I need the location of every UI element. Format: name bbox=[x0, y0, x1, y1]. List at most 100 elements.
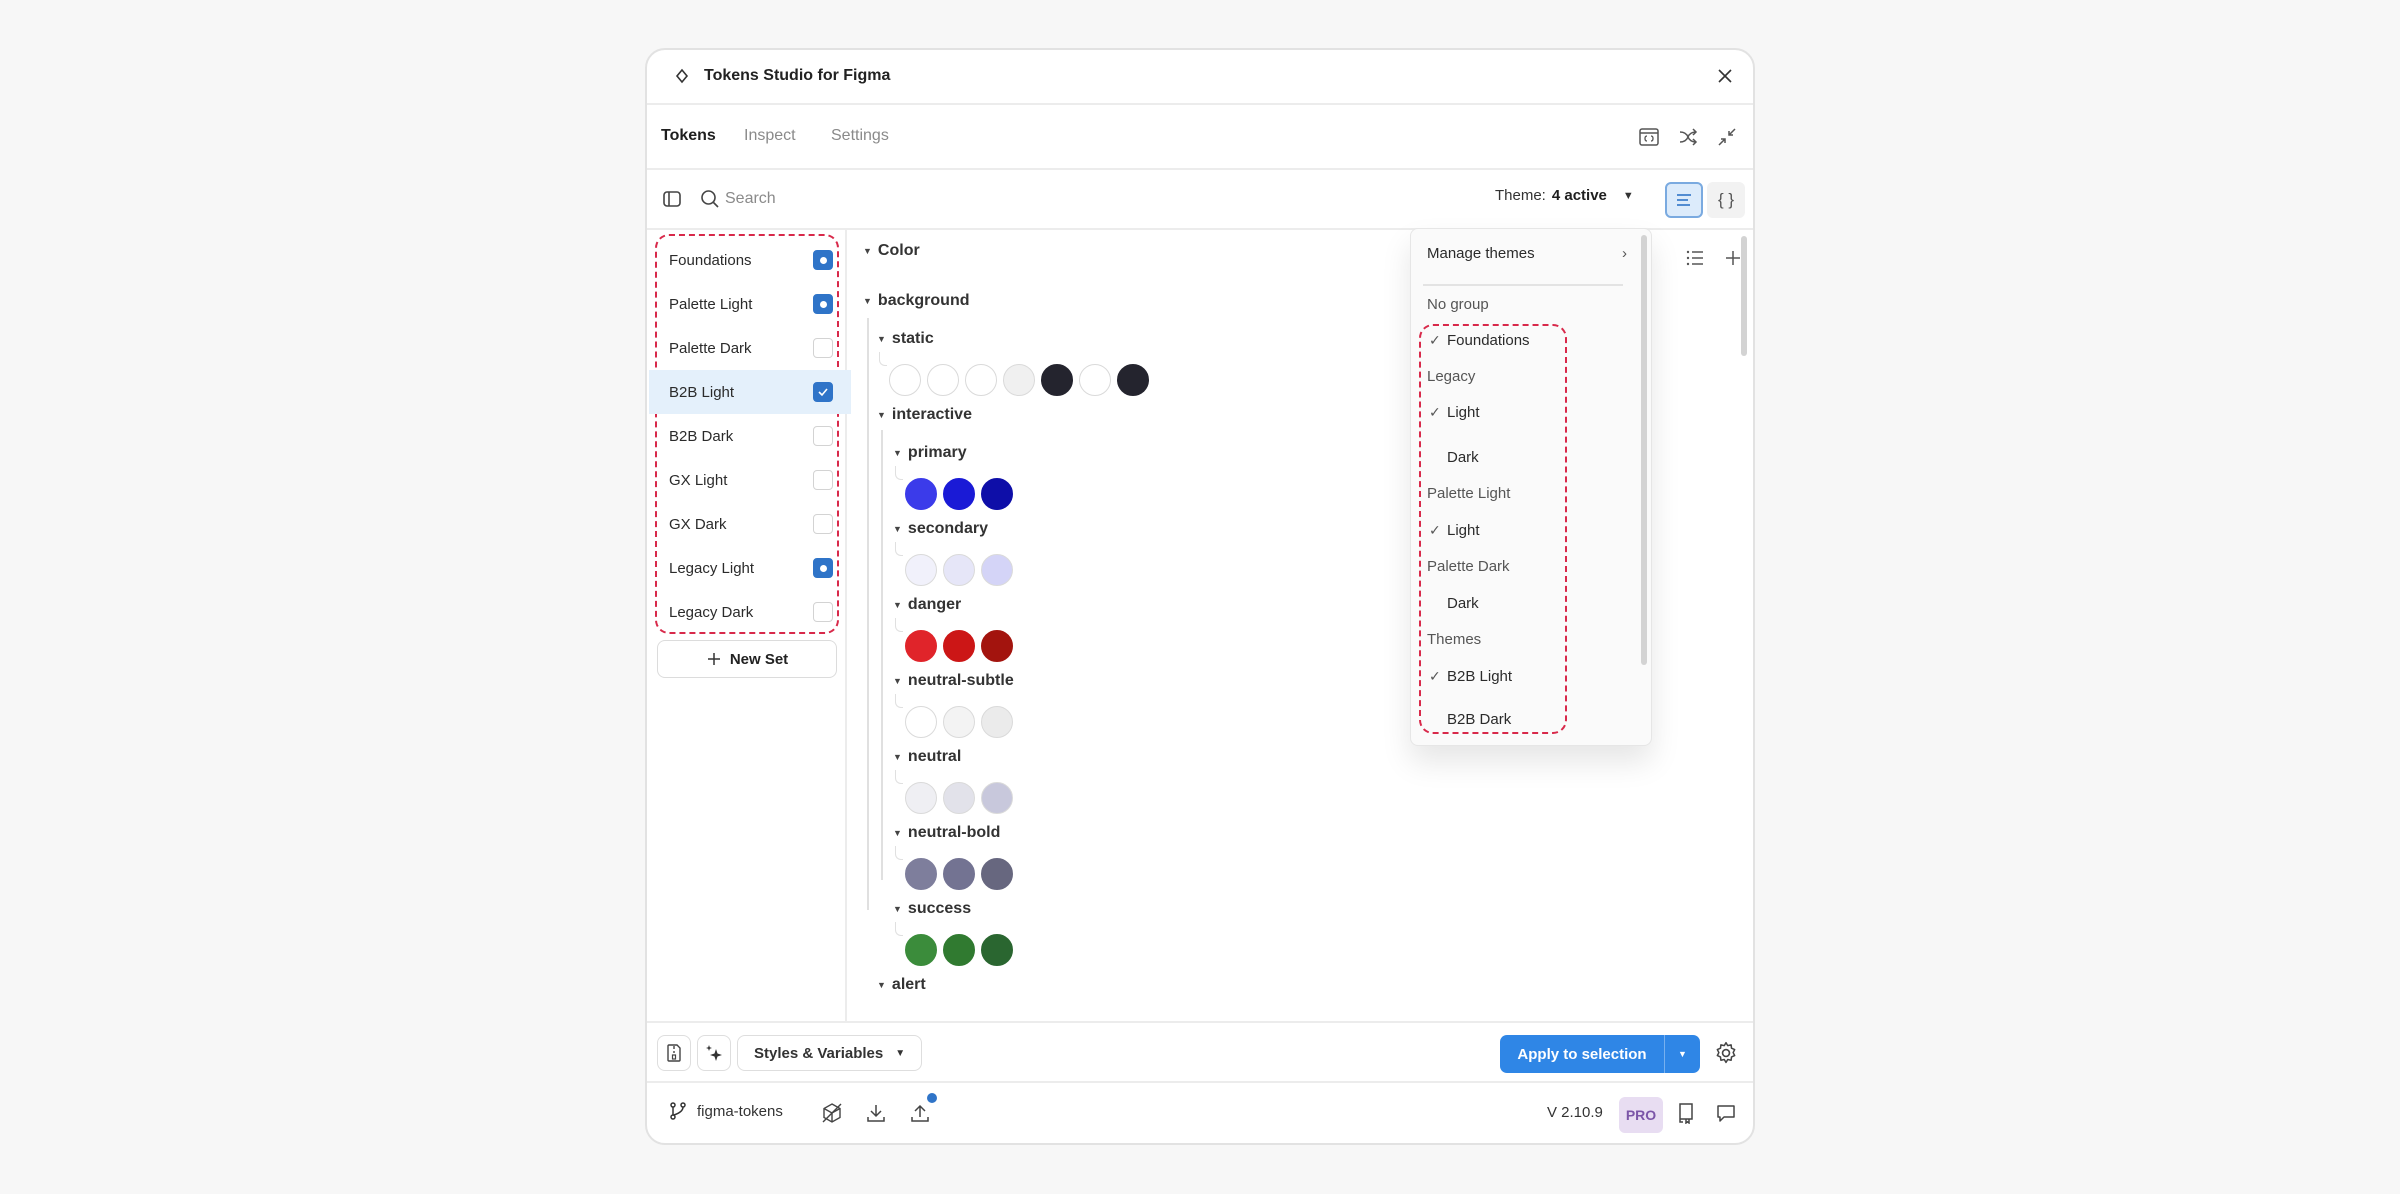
apply-to-selection-button[interactable]: Apply to selection bbox=[1517, 1045, 1647, 1063]
checkbox[interactable] bbox=[813, 426, 833, 446]
tab-settings[interactable]: Settings bbox=[831, 127, 889, 144]
tree-node-background[interactable]: ▼ background bbox=[863, 292, 970, 309]
file-zip-icon bbox=[667, 1044, 681, 1062]
docs-button[interactable] bbox=[1673, 1100, 1699, 1126]
color-swatch[interactable] bbox=[965, 364, 997, 396]
checkbox[interactable] bbox=[813, 514, 833, 534]
new-set-button[interactable]: New Set bbox=[657, 640, 837, 678]
color-swatch[interactable] bbox=[1041, 364, 1073, 396]
token-set-item[interactable]: Palette Dark bbox=[649, 326, 851, 370]
tree-node-alert[interactable]: ▼ alert bbox=[877, 976, 926, 993]
theme-selector[interactable]: Theme: 4 active ▼ bbox=[1495, 187, 1634, 204]
push-button[interactable] bbox=[907, 1100, 933, 1126]
theme-option[interactable]: Dark bbox=[1447, 595, 1479, 612]
color-swatch[interactable] bbox=[905, 630, 937, 662]
styles-variables-dropdown[interactable]: Styles & Variables ▼ bbox=[737, 1035, 923, 1071]
color-swatch[interactable] bbox=[905, 858, 937, 890]
color-swatch[interactable] bbox=[943, 858, 975, 890]
theme-option[interactable]: ✓ Foundations bbox=[1429, 332, 1530, 349]
color-swatch[interactable] bbox=[905, 706, 937, 738]
tree-node-neutral-bold[interactable]: ▼ neutral-bold bbox=[893, 824, 1001, 841]
tree-node-secondary[interactable]: ▼ secondary bbox=[893, 520, 988, 537]
token-set-item[interactable]: Foundations bbox=[649, 238, 851, 282]
token-set-item[interactable]: Legacy Light bbox=[649, 546, 851, 590]
color-swatch[interactable] bbox=[927, 364, 959, 396]
close-icon bbox=[1718, 69, 1732, 83]
document-zip-button[interactable] bbox=[657, 1035, 691, 1071]
tree-node-neutral[interactable]: ▼ neutral bbox=[893, 748, 962, 765]
tree-node-danger[interactable]: ▼ danger bbox=[893, 596, 962, 613]
token-set-item[interactable]: GX Dark bbox=[649, 502, 851, 546]
sidebar-toggle-icon[interactable] bbox=[661, 188, 683, 210]
color-swatch[interactable] bbox=[943, 706, 975, 738]
partial-checkbox[interactable] bbox=[813, 558, 833, 578]
token-set-item[interactable]: Palette Light bbox=[649, 282, 851, 326]
color-swatch[interactable] bbox=[981, 934, 1013, 966]
tree-node-neutral-subtle[interactable]: ▼ neutral-subtle bbox=[893, 672, 1014, 689]
neutral-subtle-swatches bbox=[905, 706, 1013, 738]
color-swatch[interactable] bbox=[981, 554, 1013, 586]
code-window-button[interactable] bbox=[1635, 123, 1663, 151]
settings-gear-icon[interactable] bbox=[1713, 1040, 1739, 1066]
sync-disabled-button[interactable] bbox=[819, 1100, 845, 1126]
tab-tokens[interactable]: Tokens bbox=[661, 127, 716, 144]
theme-option[interactable]: ✓ Light bbox=[1429, 404, 1480, 421]
color-swatch[interactable] bbox=[981, 630, 1013, 662]
checked-checkbox[interactable] bbox=[813, 382, 833, 402]
color-swatch[interactable] bbox=[1117, 364, 1149, 396]
tree-node-static[interactable]: ▼ static bbox=[877, 330, 934, 347]
tree-node-primary[interactable]: ▼ primary bbox=[893, 444, 967, 461]
checkbox[interactable] bbox=[813, 470, 833, 490]
tab-inspect[interactable]: Inspect bbox=[744, 127, 796, 144]
tree-node-interactive[interactable]: ▼ interactive bbox=[877, 406, 972, 423]
json-view-button[interactable]: { } bbox=[1707, 182, 1745, 218]
checkbox[interactable] bbox=[813, 602, 833, 622]
color-swatch[interactable] bbox=[981, 782, 1013, 814]
theme-option[interactable]: ✓ B2B Light bbox=[1429, 668, 1513, 685]
tree-node-color[interactable]: ▼ Color bbox=[863, 242, 920, 259]
tree-node-success[interactable]: ▼ success bbox=[893, 900, 972, 917]
color-swatch[interactable] bbox=[905, 554, 937, 586]
search-input[interactable] bbox=[725, 182, 1125, 216]
color-swatch[interactable] bbox=[981, 858, 1013, 890]
manage-themes-item[interactable]: Manage themes › bbox=[1427, 245, 1627, 262]
token-set-item-selected[interactable]: B2B Light bbox=[649, 370, 851, 414]
color-swatch[interactable] bbox=[905, 782, 937, 814]
color-swatch[interactable] bbox=[943, 934, 975, 966]
branch-selector[interactable]: figma-tokens bbox=[669, 1101, 783, 1121]
dropdown-scrollbar[interactable] bbox=[1641, 235, 1647, 665]
ai-sparkle-button[interactable] bbox=[697, 1035, 731, 1071]
color-swatch[interactable] bbox=[943, 630, 975, 662]
color-swatch[interactable] bbox=[981, 706, 1013, 738]
partial-checkbox[interactable] bbox=[813, 250, 833, 270]
token-set-item[interactable]: GX Light bbox=[649, 458, 851, 502]
color-swatch[interactable] bbox=[905, 478, 937, 510]
theme-option[interactable]: B2B Dark bbox=[1447, 711, 1512, 728]
color-swatch[interactable] bbox=[943, 782, 975, 814]
pull-button[interactable] bbox=[863, 1100, 889, 1126]
partial-checkbox[interactable] bbox=[813, 294, 833, 314]
color-swatch[interactable] bbox=[1003, 364, 1035, 396]
minimize-button[interactable] bbox=[1713, 123, 1741, 151]
color-swatch[interactable] bbox=[943, 554, 975, 586]
shuffle-button[interactable] bbox=[1674, 123, 1702, 151]
color-swatch[interactable] bbox=[889, 364, 921, 396]
color-swatch[interactable] bbox=[981, 478, 1013, 510]
feedback-button[interactable] bbox=[1713, 1100, 1739, 1126]
token-set-item[interactable]: B2B Dark bbox=[649, 414, 851, 458]
list-options-button[interactable] bbox=[1681, 244, 1709, 272]
color-swatch[interactable] bbox=[943, 478, 975, 510]
theme-value: 4 active bbox=[1551, 187, 1607, 204]
checkbox[interactable] bbox=[813, 338, 833, 358]
add-token-button[interactable] bbox=[1719, 244, 1747, 272]
color-swatch[interactable] bbox=[905, 934, 937, 966]
token-set-item[interactable]: Legacy Dark bbox=[649, 590, 851, 634]
apply-options-button[interactable]: ▼ bbox=[1664, 1035, 1700, 1073]
color-swatch[interactable] bbox=[1079, 364, 1111, 396]
theme-option[interactable]: Dark bbox=[1447, 449, 1479, 466]
content-scrollbar[interactable] bbox=[1741, 236, 1747, 356]
tree-hook bbox=[879, 352, 887, 366]
list-view-button[interactable] bbox=[1665, 182, 1703, 218]
close-button[interactable] bbox=[1713, 64, 1737, 88]
theme-option[interactable]: ✓ Light bbox=[1429, 522, 1480, 539]
